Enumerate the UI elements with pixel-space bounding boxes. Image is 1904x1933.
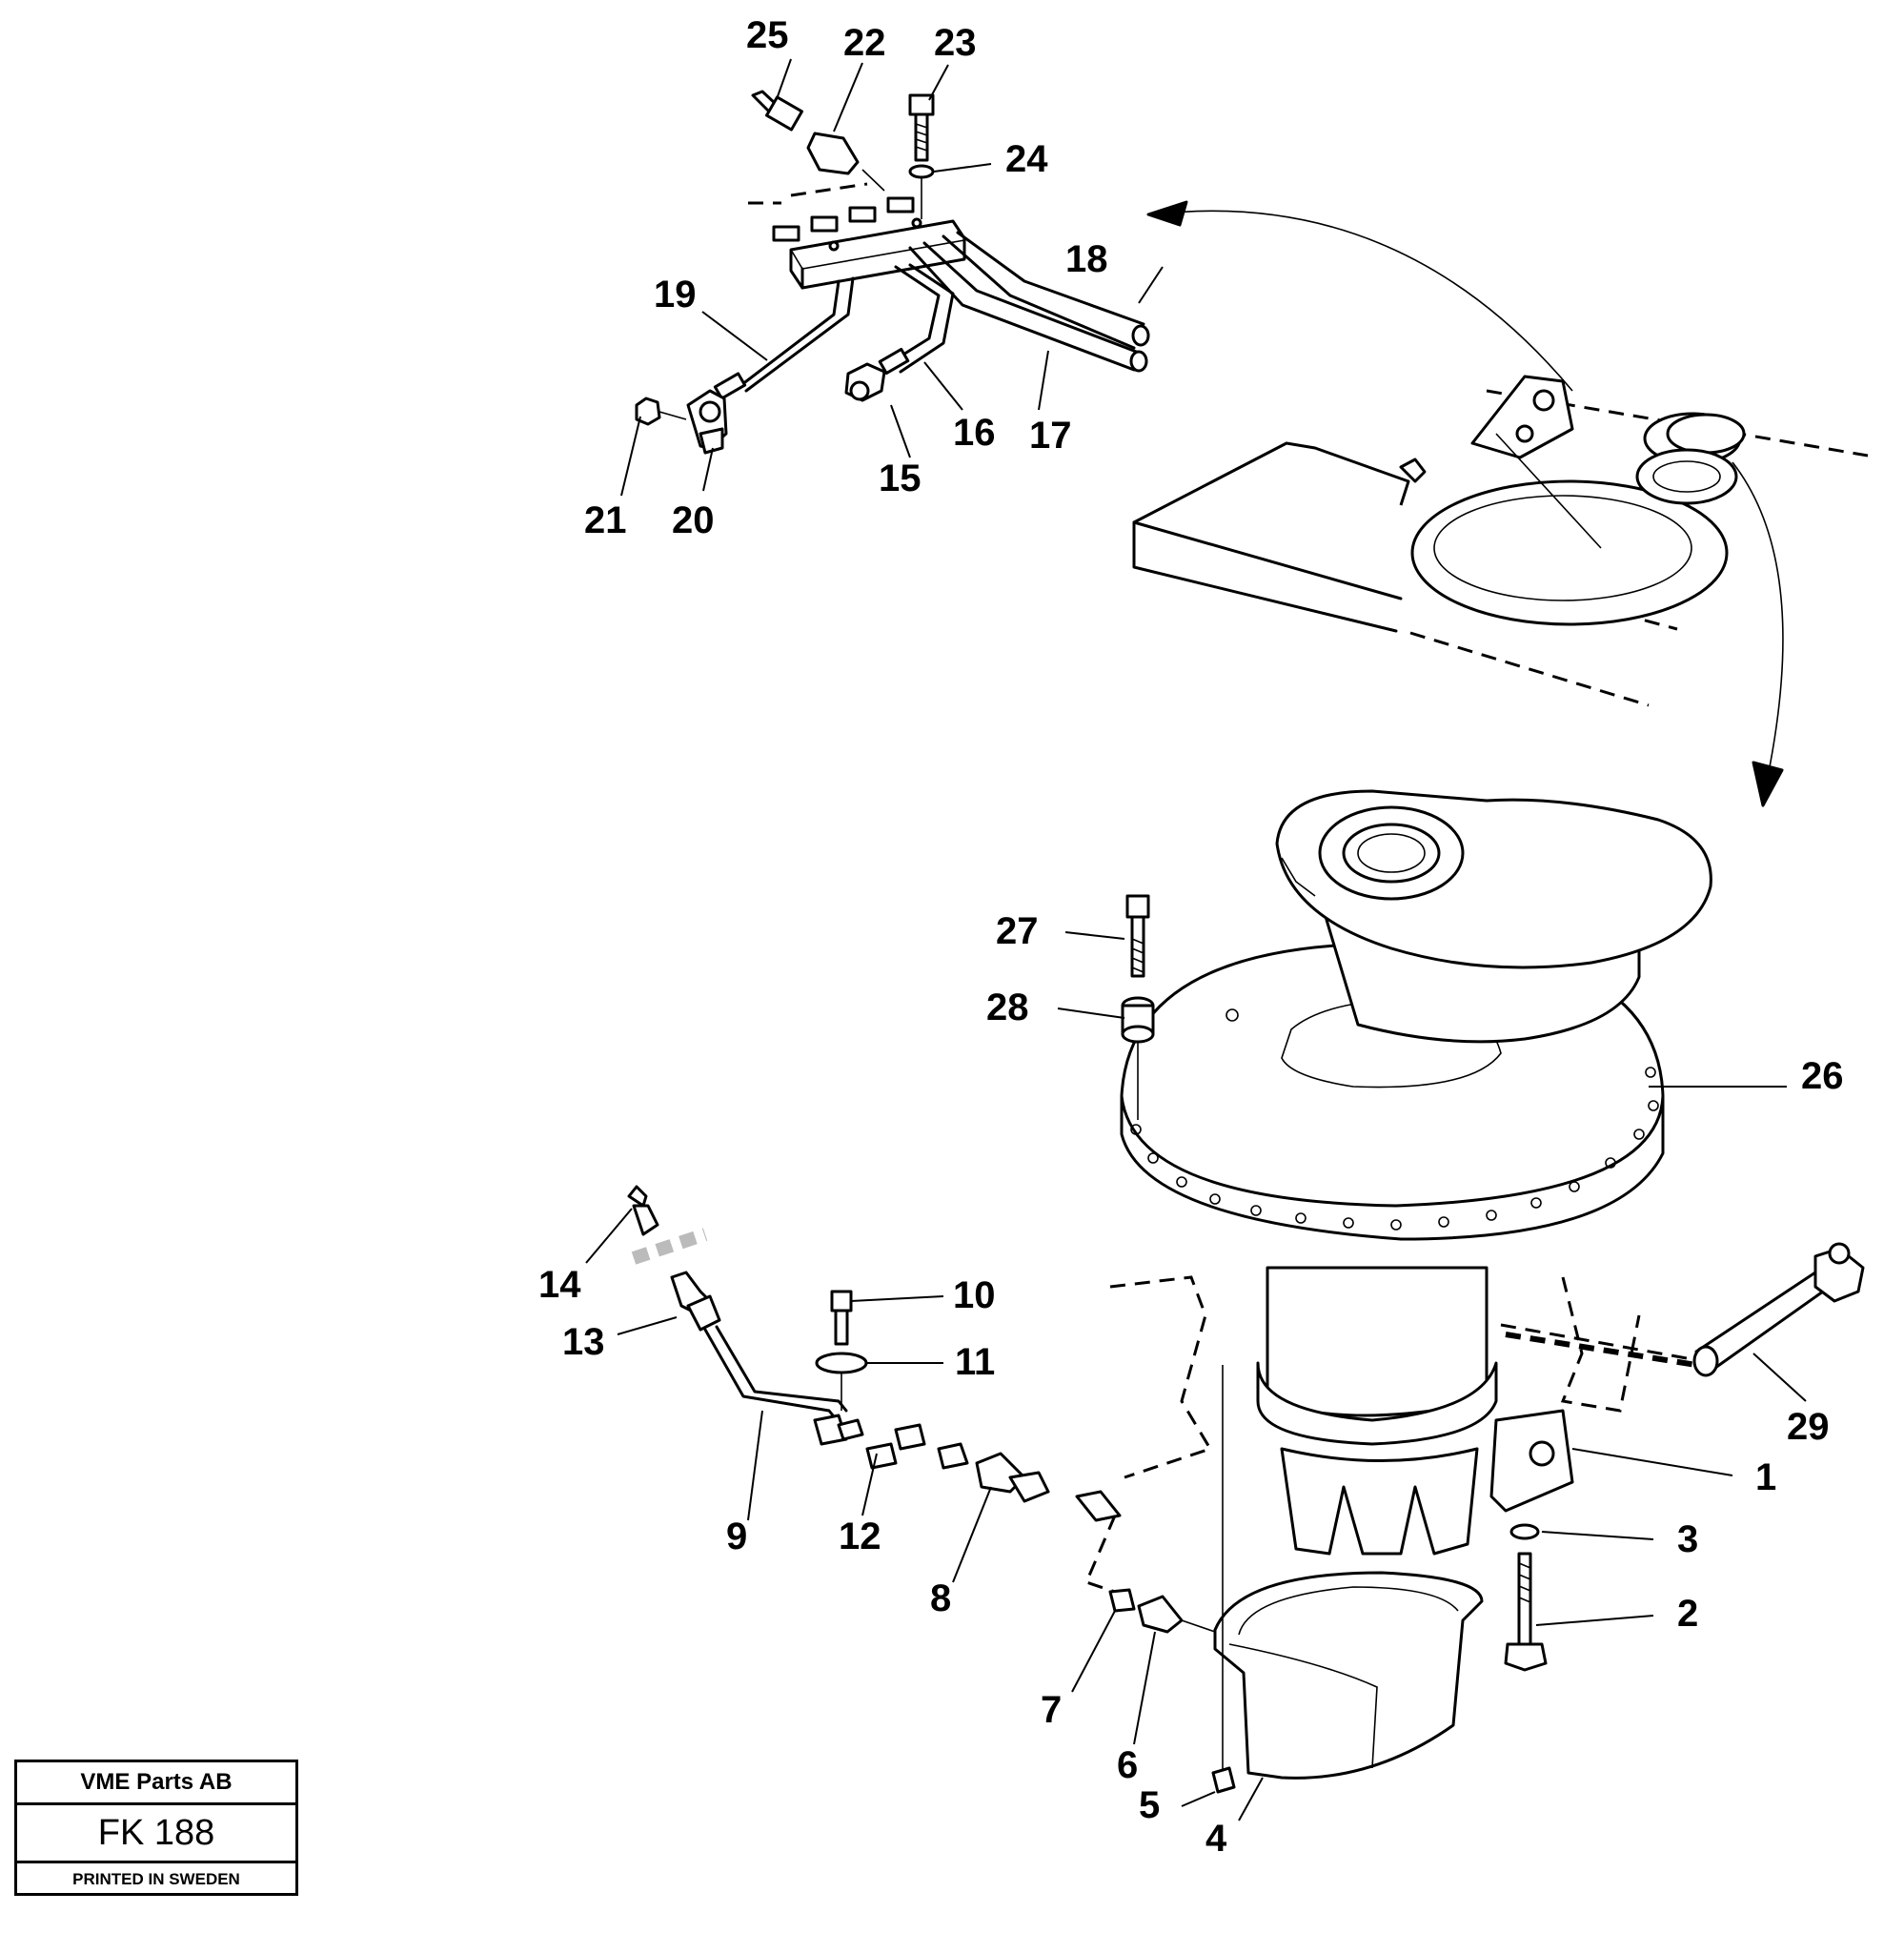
callout-8: 8 bbox=[930, 1577, 951, 1619]
callout-6: 6 bbox=[1117, 1744, 1138, 1786]
bolt-and-washer-2-3 bbox=[1504, 1523, 1548, 1672]
slew-gearbox-assembly bbox=[1109, 789, 1712, 1556]
callout-17: 17 bbox=[1029, 415, 1072, 457]
callout-26: 26 bbox=[1801, 1055, 1844, 1097]
callout-4: 4 bbox=[1205, 1818, 1227, 1860]
print-notice: PRINTED IN SWEDEN bbox=[72, 1870, 240, 1888]
callout-9: 9 bbox=[726, 1516, 747, 1557]
callout-14: 14 bbox=[538, 1264, 581, 1306]
machine-frame-overview bbox=[1132, 200, 1869, 807]
callout-7: 7 bbox=[1041, 1689, 1062, 1731]
diagram-code: FK 188 bbox=[17, 1805, 295, 1863]
callout-11: 11 bbox=[955, 1341, 995, 1383]
callout-27: 27 bbox=[996, 910, 1039, 952]
callout-10: 10 bbox=[953, 1274, 996, 1316]
flange-bolt-holes bbox=[1130, 1008, 1659, 1231]
company-name: VME Parts AB bbox=[17, 1762, 295, 1805]
callout-13: 13 bbox=[562, 1321, 605, 1363]
callout-19: 19 bbox=[654, 274, 697, 315]
callout-labels: 1 2 3 4 5 6 7 8 9 10 11 12 13 14 15 16 1… bbox=[538, 14, 1844, 1860]
callout-16: 16 bbox=[953, 412, 996, 454]
callout-3: 3 bbox=[1677, 1518, 1698, 1560]
callout-20: 20 bbox=[672, 499, 715, 541]
pinion-lube-line bbox=[627, 1185, 1216, 1634]
callout-15: 15 bbox=[879, 458, 922, 499]
callout-21: 21 bbox=[584, 499, 627, 541]
lube-manifold-assembly bbox=[635, 90, 1150, 455]
title-block: VME Parts AB FK 188 PRINTED IN SWEDEN bbox=[14, 1760, 298, 1896]
callout-25: 25 bbox=[746, 14, 789, 56]
callout-2: 2 bbox=[1677, 1593, 1698, 1635]
callout-24: 24 bbox=[1005, 138, 1048, 180]
callout-1: 1 bbox=[1755, 1456, 1776, 1498]
callout-29: 29 bbox=[1787, 1406, 1830, 1448]
callout-5: 5 bbox=[1139, 1784, 1160, 1826]
callout-22: 22 bbox=[843, 22, 886, 64]
bolt-and-spacer-27-28 bbox=[1121, 894, 1155, 1120]
callout-28: 28 bbox=[986, 987, 1029, 1028]
callout-12: 12 bbox=[839, 1516, 881, 1557]
callout-23: 23 bbox=[934, 22, 977, 64]
pinion-guard-4 bbox=[1211, 1365, 1484, 1794]
callout-18: 18 bbox=[1065, 238, 1108, 280]
leader-lines bbox=[585, 58, 1807, 1821]
grease-pipe-29 bbox=[1692, 1242, 1865, 1377]
